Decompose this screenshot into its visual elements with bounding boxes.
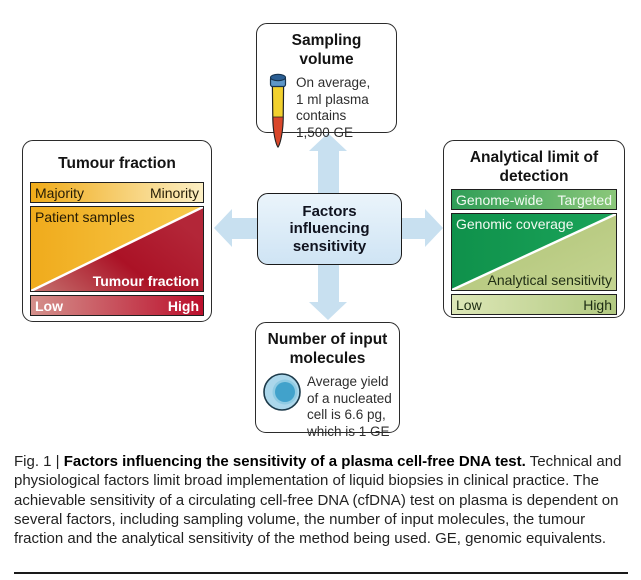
tumour-fraction-title: Tumour fraction: [58, 155, 176, 172]
high-label: High: [583, 296, 612, 313]
genomic-coverage-label: Genomic coverage: [456, 216, 574, 232]
low-label: Low: [456, 296, 482, 313]
bottom-rule: [14, 572, 628, 574]
input-molecules-title: Number of input molecules: [267, 331, 388, 367]
cell-icon: [262, 372, 302, 440]
analytical-sensitivity-scale-bar: Low High: [451, 294, 617, 315]
sampling-volume-panel: Sampling volume On average, 1 ml plasma …: [256, 23, 397, 149]
input-molecules-text: Average yield of a nucleated cell is 6.6…: [307, 374, 392, 439]
figure-caption-title: Factors influencing the sensitivity of a…: [63, 453, 526, 470]
arrow-up-icon: [309, 133, 347, 151]
tumour-fraction-label: Tumour fraction: [92, 273, 199, 289]
arrow-right-icon: [425, 209, 443, 247]
sampling-volume-text: On average, 1 ml plasma contains 1,500 G…: [296, 75, 371, 140]
input-molecules-panel: Number of input molecules Average yield …: [255, 322, 400, 439]
test-tube-icon: [265, 73, 291, 156]
analytical-limit-panel: Analytical limit of detection Genome-wid…: [443, 140, 625, 318]
genomewide-targeted-bar: Genome-wide Targeted: [451, 189, 617, 210]
tumour-fraction-chart: Patient samples Tumour fraction: [30, 206, 204, 292]
minority-label: Minority: [149, 184, 199, 201]
arrow-down-icon: [309, 302, 347, 320]
central-factors-box: Factors influencing sensitivity: [257, 193, 402, 265]
diagonal-divider: [452, 214, 616, 290]
analytical-limit-title: Analytical limit of detection: [469, 149, 599, 185]
genome-wide-label: Genome-wide: [456, 191, 544, 208]
tumour-fraction-scale-bar: Low High: [30, 295, 204, 316]
analytical-sensitivity-chart: Genomic coverage Analytical sensitivity: [451, 213, 617, 291]
low-label: Low: [35, 297, 63, 314]
figure-diagram: Factors influencing sensitivity Sampling…: [22, 23, 625, 439]
majority-label: Majority: [35, 184, 85, 201]
high-label: High: [167, 297, 199, 314]
figure-caption-body: Technical and physiological factors limi…: [14, 453, 622, 548]
majority-minority-bar: Majority Minority: [30, 182, 204, 203]
targeted-label: Targeted: [557, 191, 612, 208]
analytical-sensitivity-label: Analytical sensitivity: [487, 272, 613, 288]
tumour-fraction-panel: Tumour fraction Majority Minority Pati: [22, 140, 212, 322]
sampling-volume-title: Sampling volume: [291, 32, 362, 68]
figure-number-label: Fig. 1 |: [14, 453, 64, 470]
figure-caption: Fig. 1 | Factors influencing the sensiti…: [14, 452, 628, 548]
arrow-left-icon: [214, 209, 232, 247]
patient-samples-label: Patient samples: [35, 209, 135, 225]
diagonal-divider: [31, 207, 203, 291]
